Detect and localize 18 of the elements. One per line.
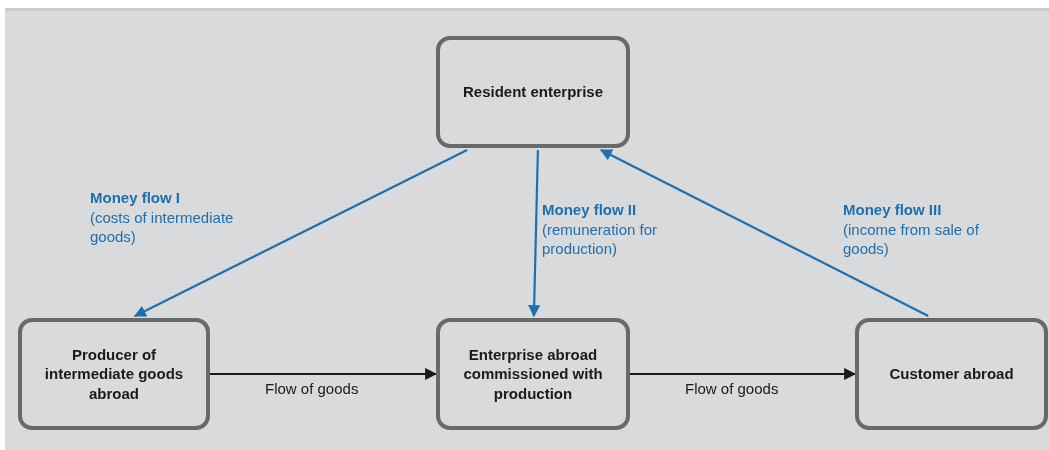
arrow	[528, 149, 541, 318]
edge-label: Money flow II (remuneration for production)	[542, 200, 659, 259]
edge-label: Flow of goods	[685, 379, 779, 399]
process-box	[436, 36, 630, 148]
edge-label: Money flow III (income from sale of goods)	[843, 200, 980, 259]
arrow	[599, 149, 929, 317]
edge-label: Flow of goods	[265, 379, 359, 399]
process-box	[436, 318, 630, 430]
box-label: Producer of intermediate goods abroad	[43, 344, 185, 404]
arrow	[133, 149, 468, 317]
edge-label: Money flow I (costs of intermediate goods)	[90, 188, 235, 247]
box-label: Enterprise abroad commissioned with production	[462, 344, 604, 404]
process-box	[18, 318, 210, 430]
process-box	[855, 318, 1048, 430]
box-label: Customer abroad	[889, 364, 1014, 384]
arrow	[210, 367, 438, 381]
arrow	[630, 367, 857, 381]
box-label: Resident enterprise	[462, 82, 603, 102]
